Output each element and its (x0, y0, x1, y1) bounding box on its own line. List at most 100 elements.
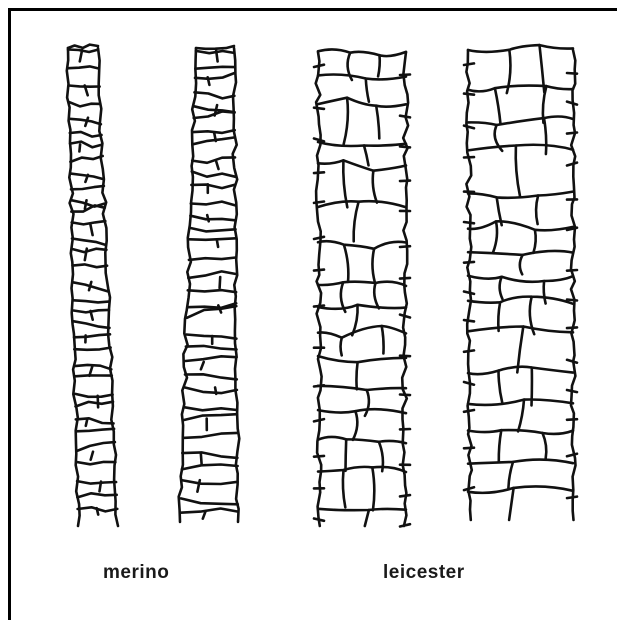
merino-fiber-2-scale (195, 67, 234, 69)
merino-fiber-2-scale-joint (216, 162, 218, 169)
leicester-fiber-2-cell-wall (468, 45, 573, 52)
leicester-fiber-1-cell-wall (378, 55, 380, 76)
leicester-fiber-2-edge-tick (567, 360, 577, 363)
merino-fiber-2-scale (193, 137, 235, 144)
merino-fiber-1-scale (69, 102, 100, 106)
leicester-fiber-1-edge-tick (400, 116, 410, 118)
merino-fiber-2-scale-joint (217, 240, 218, 247)
merino-fiber-1-scale (76, 442, 115, 451)
leicester-fiber-1-edge-tick (400, 524, 410, 526)
leicester-fiber-1-edge-tick (314, 65, 324, 67)
merino-fiber-1-scale (74, 334, 110, 337)
merino-fiber-1-scale (70, 142, 102, 148)
merino-fiber-2-scale (185, 356, 236, 361)
merino-fiber-1-scale-joint (89, 282, 91, 290)
merino-fiber-2-scale (190, 216, 235, 221)
merino-fiber-2-scale (192, 157, 235, 162)
merino-fiber-2-scale (191, 185, 235, 189)
leicester-fiber-1-cell-wall (366, 79, 369, 102)
leicester-fiber-1-edge-tick (400, 495, 410, 496)
leicester-fiber-1-cell-wall (318, 98, 406, 107)
leicester-fiber-2-edge-tick (464, 487, 474, 490)
merino-fiber-2-scale (195, 73, 234, 79)
merino-fiber-2-scale (196, 51, 234, 53)
merino-fiber-1-scale (74, 321, 110, 328)
leicester-fiber-1-cell-wall (318, 160, 406, 170)
leicester-fiber-1-cell-wall (343, 160, 347, 207)
leicester-fiber-2-cell-wall (468, 297, 573, 304)
leicester-fiber-2-right-edge (571, 50, 576, 520)
leicester-fiber-2-cell-wall (509, 488, 513, 520)
leicester-fiber-2-edge-tick (567, 73, 577, 74)
merino-fiber-2-scale (185, 387, 237, 393)
merino-fiber-2-scale (189, 258, 236, 260)
merino-fiber-1-scale (72, 239, 106, 246)
leicester-fiber-2-edge-tick (567, 390, 577, 392)
merino-fiber-2-scale-joint (208, 77, 210, 85)
leicester-fiber-1-cell-wall (372, 249, 374, 283)
leicester-fiber-2-cell-wall (500, 277, 503, 299)
merino-fiber-1-scale-joint (100, 482, 102, 492)
leicester-fiber-2-edge-tick (464, 350, 474, 351)
merino-fiber-2-right-edge (233, 48, 240, 522)
leicester-fiber-2-cell-wall (468, 460, 573, 464)
leicester-fiber-2-edge-tick (464, 94, 474, 95)
merino-fiber-1-scale (72, 221, 106, 224)
leicester-fiber-1-cell-wall (372, 467, 374, 510)
merino-fiber-1-scale (77, 493, 116, 497)
leicester-fiber-1-cell-wall (376, 106, 379, 139)
leicester-fiber-2-cell-wall (518, 400, 524, 432)
merino-fiber-1-scale-joint (90, 224, 92, 236)
leicester-fiber-1-cell-wall (373, 171, 377, 203)
leicester-fiber-2-edge-tick (464, 63, 474, 65)
leicester-fiber-1-cell-wall (318, 509, 406, 510)
merino-label: merino (103, 562, 169, 584)
leicester-fiber-2-cell-wall (468, 251, 573, 255)
leicester-fiber-1-cell-wall (346, 439, 347, 470)
leicester-fiber-1-cell-wall (318, 409, 406, 413)
merino-fiber-1-scale (68, 66, 98, 68)
leicester-fiber-2-edge-tick (464, 410, 474, 412)
leicester-fiber-1-cell-wall (318, 386, 406, 390)
merino-fiber-1-scale (75, 394, 112, 397)
leicester-fiber-2-cell-wall (468, 367, 573, 374)
merino-fiber-2-scale-joint (201, 362, 204, 369)
leicester-fiber-2-cell-wall (468, 400, 573, 405)
leicester-fiber-1-edge-tick (314, 519, 324, 521)
leicester-fiber-2-edge-tick (464, 448, 474, 449)
leicester-fiber-2-edge-tick (464, 126, 474, 129)
leicester-fiber-2-edge-tick (567, 300, 577, 301)
leicester-fiber-1-edge-tick (314, 172, 324, 173)
leicester-fiber-1-cell-wall (365, 390, 369, 416)
merino-fiber-1-scale-joint (79, 144, 80, 151)
merino-fiber-1-scale (76, 418, 114, 423)
merino-fiber-2-scale (190, 228, 236, 232)
leicester-fiber-1-edge-tick (314, 419, 324, 421)
leicester-fiber-1-cell-wall (374, 283, 379, 308)
leicester-fiber-2-cell-wall (544, 281, 546, 304)
leicester-fiber-2-cell-wall (516, 146, 520, 197)
merino-fiber-1-scale-joint (91, 452, 93, 460)
leicester-fiber-1-edge-tick (314, 270, 324, 271)
merino-fiber-1-scale (76, 402, 114, 407)
leicester-fiber-2-cell-wall (544, 118, 546, 154)
leicester-fiber-2-edge-tick (567, 270, 577, 271)
merino-fiber-1-scale (71, 205, 104, 211)
leicester-fiber-2-edge-tick (567, 133, 577, 134)
leicester-fiber-1-cell-wall (318, 201, 406, 207)
merino-fiber-1-scale-joint (97, 508, 99, 514)
merino-fiber-2-scale (195, 92, 235, 98)
merino-fiber-2-scale-joint (207, 215, 209, 221)
leicester-fiber-2-edge-tick (464, 222, 474, 223)
leicester-fiber-2-cell-wall (508, 462, 513, 488)
merino-fiber-2-scale (184, 407, 237, 410)
leicester-fiber-1-edge-tick (400, 181, 410, 182)
leicester-fiber-1-edge-tick (400, 356, 410, 357)
merino-fiber-1-scale (70, 156, 102, 162)
leicester-fiber-1-cell-wall (344, 245, 348, 282)
leicester-fiber-1-edge-tick (314, 385, 324, 386)
merino-fiber-2-scale-joint (201, 453, 202, 464)
merino-fiber-2-scale (188, 290, 236, 292)
